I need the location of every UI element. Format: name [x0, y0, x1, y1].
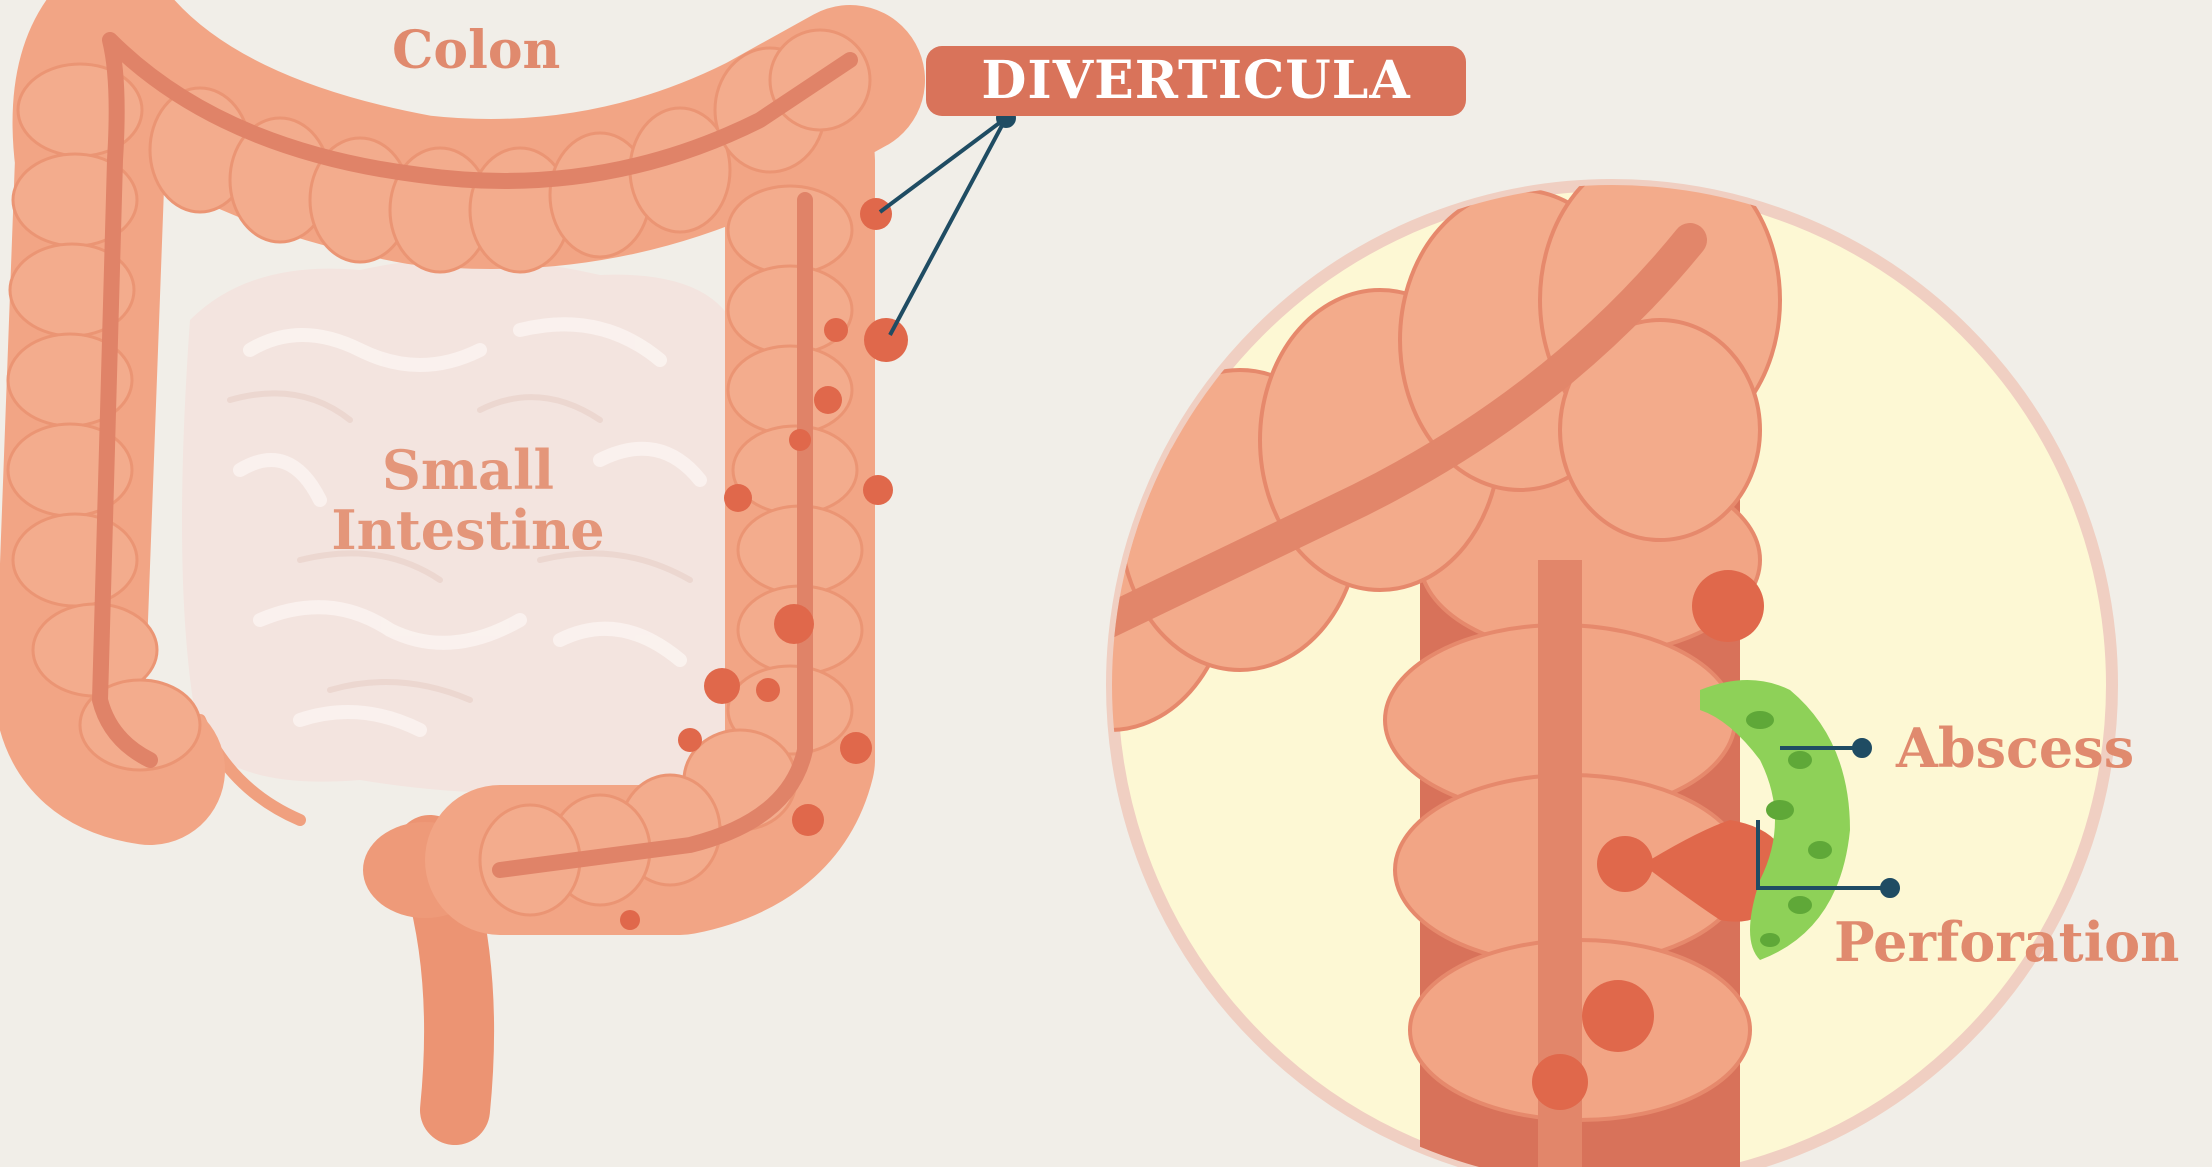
diverticula-leader-lines [880, 110, 1014, 335]
colon-label: Colon [392, 20, 560, 81]
small-intestine-label-line1: Small [318, 440, 618, 500]
small-intestine-label-line2: Intestine [318, 500, 618, 560]
abscess-label: Abscess [1896, 716, 2134, 780]
zoom-detail [990, 150, 2112, 1167]
diverticula-badge: DIVERTICULA [926, 46, 1466, 116]
perforation-label: Perforation [1834, 910, 2179, 974]
small-intestine-label: Small Intestine [318, 440, 618, 560]
